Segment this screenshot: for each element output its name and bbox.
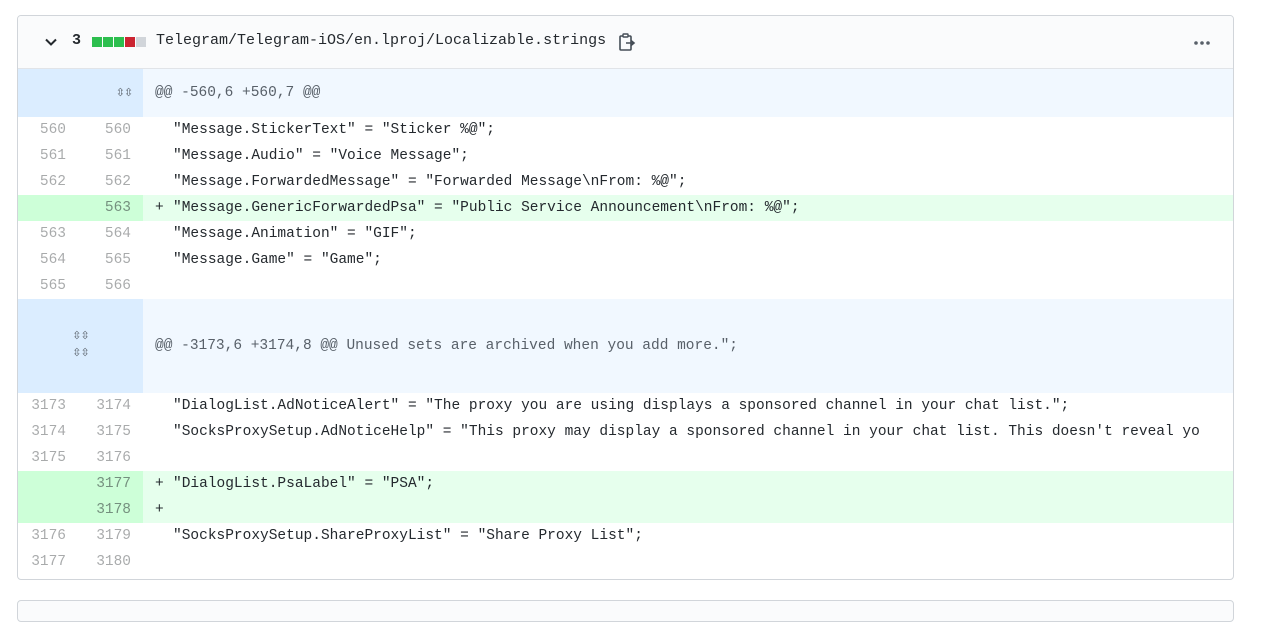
unfold-down-icon[interactable]: ⇳⇳	[72, 331, 89, 343]
old-line-number[interactable]: 3175	[31, 450, 66, 466]
clippy-icon[interactable]	[618, 33, 636, 52]
new-line-number[interactable]: 560	[104, 122, 132, 138]
code-text: "Message.GenericForwardedPsa" = "Public …	[173, 200, 800, 216]
kebab-horizontal-icon[interactable]	[1192, 36, 1212, 48]
code-line: "SocksProxySetup.ShareProxyList" = "Shar…	[143, 523, 1233, 549]
unfold-icon: ⇳⇳	[115, 88, 133, 100]
hunk-header: @@ -3173,6 +3174,8 @@ Unused sets are ar…	[143, 299, 1233, 393]
old-line-number[interactable]	[18, 471, 78, 497]
new-line-number[interactable]: 3177	[78, 471, 144, 497]
diffstat-block	[125, 37, 135, 47]
diff-sign: +	[155, 502, 164, 518]
old-line-number[interactable]: 565	[39, 278, 66, 294]
code-line: "Message.StickerText" = "Sticker %@";	[143, 117, 1233, 143]
new-line-number[interactable]: 3179	[96, 528, 132, 544]
change-count: 3	[72, 32, 82, 49]
unfold-up-icon[interactable]: ⇳⇳	[72, 348, 89, 360]
hunk-header-row: ⇳⇳ @@ -560,6 +560,7 @@	[18, 69, 1233, 117]
diffstat-block	[92, 37, 102, 47]
code-line: "Message.ForwardedMessage" = "Forwarded …	[143, 169, 1233, 195]
code-line: + "DialogList.PsaLabel" = "PSA";	[143, 471, 1233, 497]
new-line-number[interactable]: 564	[104, 226, 132, 242]
code-text: "SocksProxySetup.ShareProxyList" = "Shar…	[173, 528, 643, 544]
diff-line-added: 3178 +	[18, 497, 1233, 523]
diff-line-context: 562 562 "Message.ForwardedMessage" = "Forw…	[18, 169, 1233, 195]
code-line	[143, 273, 1233, 299]
new-line-number[interactable]: 561	[104, 148, 132, 164]
diffstat-block	[103, 37, 113, 47]
new-line-number[interactable]: 3174	[96, 398, 132, 414]
old-line-number[interactable]: 3176	[31, 528, 66, 544]
diffstat	[92, 37, 146, 47]
old-line-number[interactable]: 3177	[31, 554, 66, 570]
new-line-number[interactable]: 3178	[78, 497, 144, 523]
diff-line-context: 3177 3180	[18, 549, 1233, 575]
new-line-number[interactable]: 3181	[78, 575, 143, 579]
code-line: "Message.Audio" = "Voice Message";	[143, 143, 1233, 169]
old-line-number[interactable]	[18, 497, 78, 523]
code-text: "Message.StickerText" = "Sticker %@";	[173, 122, 495, 138]
old-line-number[interactable]: 563	[39, 226, 66, 242]
diff-sign: +	[155, 200, 164, 216]
code-line	[143, 445, 1233, 471]
diff-line-context: 3174 3175 "SocksProxySetup.AdNoticeHelp" =…	[18, 419, 1233, 445]
code-line: "Message.Animation" = "GIF";	[143, 221, 1233, 247]
file-header: 3 Telegram/Telegram-iOS/en.lproj/Localiz…	[18, 16, 1233, 69]
old-line-number[interactable]	[18, 195, 78, 221]
old-line-number[interactable]: 3174	[31, 424, 66, 440]
new-line-number[interactable]: 566	[104, 278, 132, 294]
diff-line-context: 564 565 "Message.Game" = "Game";	[18, 247, 1233, 273]
new-line-number[interactable]: 3175	[96, 424, 132, 440]
hunk-header: @@ -560,6 +560,7 @@	[143, 69, 1233, 117]
new-line-number[interactable]: 565	[104, 252, 132, 268]
old-line-number[interactable]: 3173	[31, 398, 66, 414]
new-line-number[interactable]: 3180	[96, 554, 132, 570]
diff-line-context: 560 560 "Message.StickerText" = "Sticker %…	[18, 117, 1233, 143]
next-diff-file	[17, 600, 1234, 622]
code-line: "Privacy.SecretChatsTitle" = "SECRET CHA…	[143, 575, 1233, 579]
code-line	[143, 549, 1233, 575]
diff-line-context: 565 566	[18, 273, 1233, 299]
code-line: "SocksProxySetup.AdNoticeHelp" = "This p…	[143, 419, 1233, 445]
code-text: "Message.Animation" = "GIF";	[173, 226, 417, 242]
code-line: +	[143, 497, 1233, 523]
diff-line-context: 3176 3179 "SocksProxySetup.ShareProxyList"…	[18, 523, 1233, 549]
expand-up-button[interactable]: ⇳⇳	[18, 69, 144, 117]
diff-line-context: 3173 3174 "DialogList.AdNoticeAlert" = "Th…	[18, 393, 1233, 419]
code-line: "Message.Game" = "Game";	[143, 247, 1233, 273]
new-line-number[interactable]: 563	[78, 195, 144, 221]
old-line-number[interactable]: 3178	[18, 575, 78, 579]
new-line-number[interactable]: 562	[104, 174, 132, 190]
diff-line-context: 561 561 "Message.Audio" = "Voice Message";	[18, 143, 1233, 169]
code-text: "DialogList.AdNoticeAlert" = "The proxy …	[173, 398, 1070, 414]
diff-file: 3 Telegram/Telegram-iOS/en.lproj/Localiz…	[17, 15, 1234, 580]
code-text: "DialogList.PsaLabel" = "PSA";	[173, 476, 435, 492]
code-text: "SocksProxySetup.AdNoticeHelp" = "This p…	[173, 424, 1200, 440]
code-line: + "Message.GenericForwardedPsa" = "Public…	[143, 195, 1233, 221]
chevron-down-icon[interactable]	[44, 35, 58, 49]
diff-sign: +	[155, 476, 164, 492]
file-path[interactable]: Telegram/Telegram-iOS/en.lproj/Localizab…	[156, 32, 607, 49]
diff-line-added: 563 + "Message.GenericForwardedPsa" = "Pub…	[18, 195, 1233, 221]
code-text: "Message.Game" = "Game";	[173, 252, 382, 268]
diff-line-context: 31783181"Privacy.SecretChatsTitle" = "SE…	[18, 575, 1233, 579]
old-line-number[interactable]: 564	[39, 252, 66, 268]
diff-table: ⇳⇳ @@ -560,6 +560,7 @@ 560 560 "Message.St…	[18, 69, 1233, 579]
new-line-number[interactable]: 3176	[96, 450, 132, 466]
hunk-header-row: ⇳⇳ ⇳⇳ @@ -3173,6 +3174,8 @@ Unused sets …	[18, 299, 1233, 393]
code-line: "DialogList.AdNoticeAlert" = "The proxy …	[143, 393, 1233, 419]
expand-both-button[interactable]: ⇳⇳ ⇳⇳	[18, 299, 144, 393]
diff-line-context: 3175 3176	[18, 445, 1233, 471]
diffstat-block	[114, 37, 124, 47]
old-line-number[interactable]: 560	[39, 122, 66, 138]
diffstat-block	[136, 37, 146, 47]
diff-line-added: 3177 + "DialogList.PsaLabel" = "PSA";	[18, 471, 1233, 497]
old-line-number[interactable]: 561	[39, 148, 66, 164]
diff-line-context: 563 564 "Message.Animation" = "GIF";	[18, 221, 1233, 247]
old-line-number[interactable]: 562	[39, 174, 66, 190]
code-text: "Message.Audio" = "Voice Message";	[173, 148, 469, 164]
code-text: "Message.ForwardedMessage" = "Forwarded …	[173, 174, 687, 190]
